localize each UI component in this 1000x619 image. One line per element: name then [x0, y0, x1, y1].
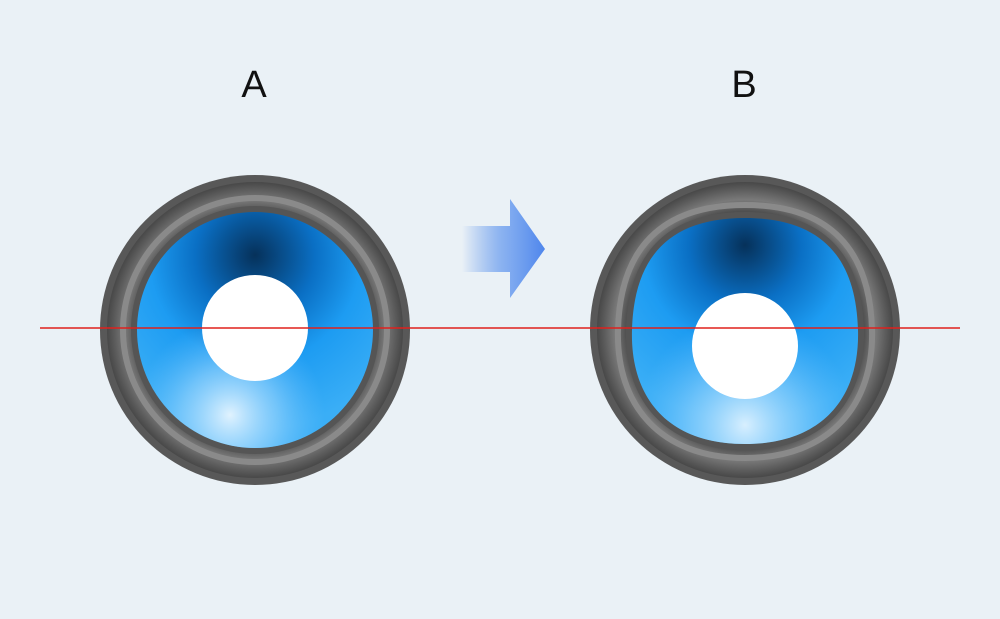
- speaker-a: [100, 175, 410, 485]
- right-arrow-icon: [462, 199, 545, 298]
- speaker-b-dust-cap: [692, 293, 798, 399]
- speaker-b-surround-groove: [614, 201, 876, 462]
- speaker-a-surround-groove: [120, 195, 390, 465]
- speaker-b: [590, 175, 900, 485]
- label-b: B: [731, 64, 757, 106]
- label-a: A: [241, 64, 267, 106]
